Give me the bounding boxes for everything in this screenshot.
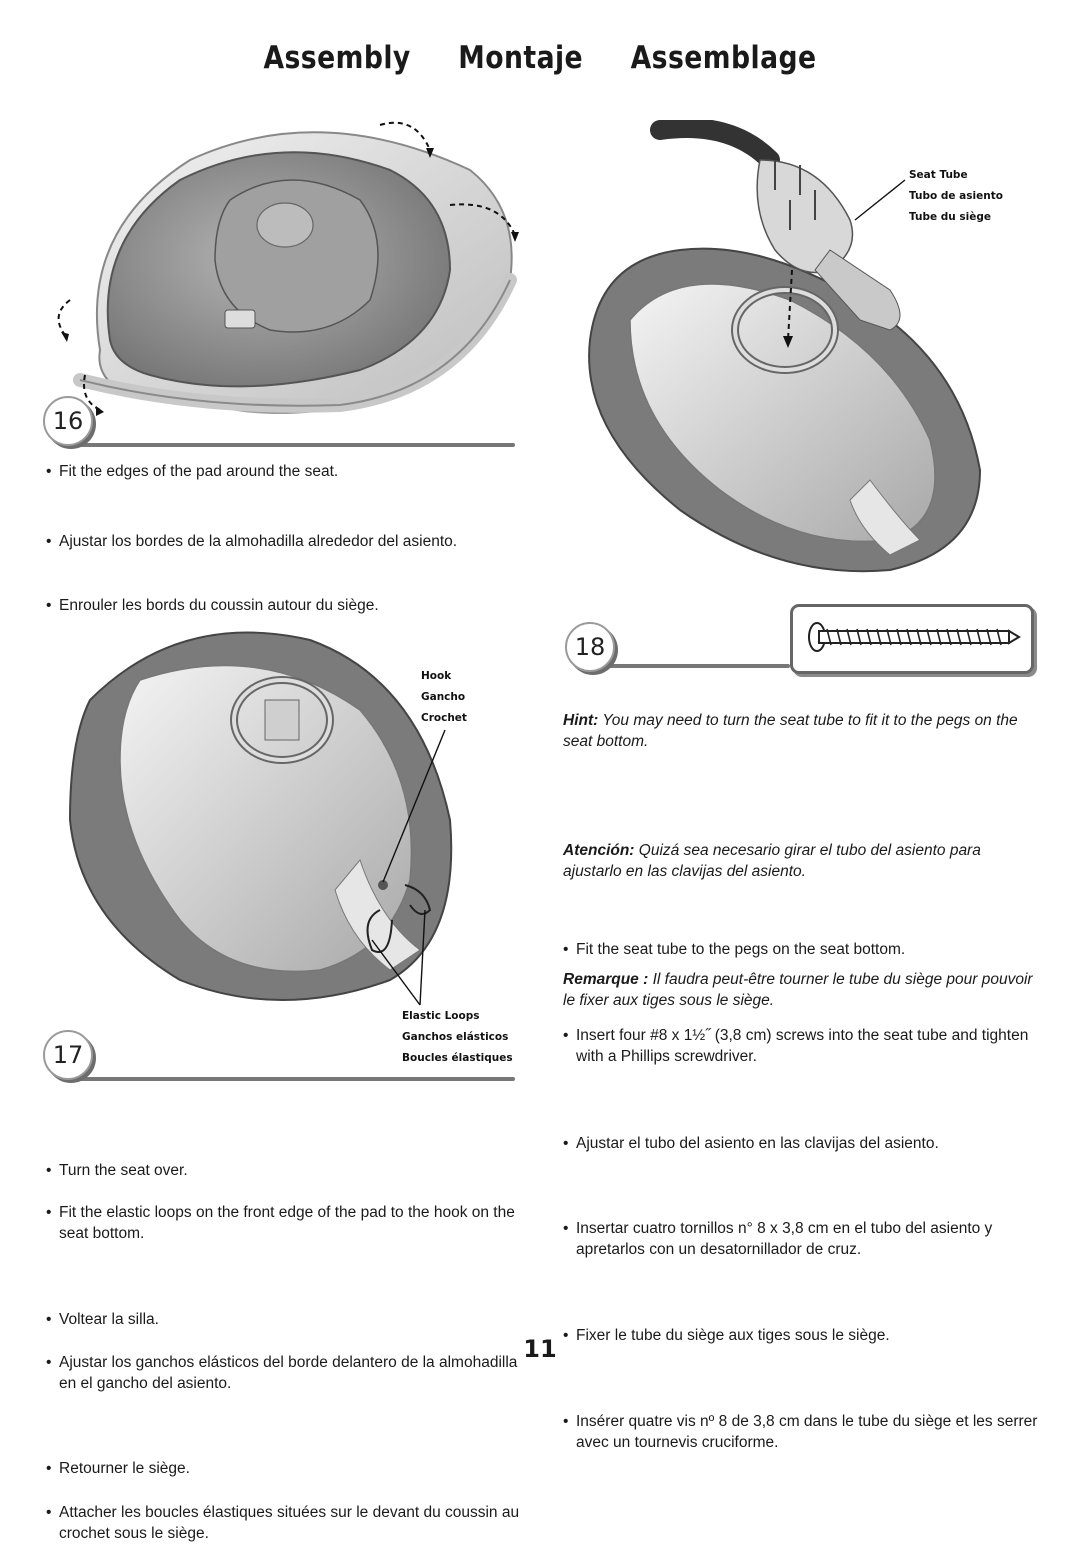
step16-rule <box>70 443 515 447</box>
step18-text-en-2: Insert four #8 x 1½˝ (3,8 cm) screws int… <box>563 1025 1051 1067</box>
step18-text-es-2: Insertar cuatro tornillos n° 8 x 3,8 cm … <box>563 1218 1051 1260</box>
step18-hint-es: Atención: Quizá sea necesario girar el t… <box>563 840 1038 882</box>
seat-tube <box>650 120 780 170</box>
hint-label-fr: Remarque : <box>563 971 649 988</box>
step18-text-fr-1: Fixer le tube du siège aux tiges sous le… <box>563 1325 1051 1346</box>
step18-hint-fr: Remarque : Il faudra peut-être tourner l… <box>563 969 1038 1011</box>
step17-number: 17 <box>43 1030 93 1080</box>
step17-text-es-1: Voltear la silla. <box>46 1309 529 1330</box>
step18-rule <box>585 664 790 668</box>
hint-label-es: Atención: <box>563 842 635 859</box>
elastic-loops-label-en: Elastic Loops <box>402 1010 480 1022</box>
hint-label-en: Hint: <box>563 712 599 729</box>
step18-hint-en: Hint: You may need to turn the seat tube… <box>563 710 1038 752</box>
step18-text-es-1: Ajustar el tubo del asiento en las clavi… <box>563 1133 1051 1154</box>
seat-tube-label-en: Seat Tube <box>909 169 968 181</box>
hook-callout: Hook Gancho Crochet <box>421 666 467 729</box>
step16-text-es: Ajustar los bordes de la almohadilla alr… <box>46 531 529 552</box>
elastic-loop-right <box>404 884 432 915</box>
step18-text-fr-2: Insérer quatre vis nº 8 de 3,8 cm dans l… <box>563 1411 1051 1453</box>
step17-text-en-2: Fit the elastic loops on the front edge … <box>46 1202 529 1244</box>
hook-label-fr: Crochet <box>421 712 467 724</box>
tube-screws <box>774 160 816 230</box>
seat-tube-label-es: Tubo de asiento <box>909 190 1003 202</box>
seat-tube-callout: Seat Tube Tubo de asiento Tube du siège <box>909 165 1003 228</box>
step18-text-en-1: Fit the seat tube to the pegs on the sea… <box>563 939 1051 960</box>
step17-text-fr-2: Attacher les boucles élastiques situées … <box>46 1502 529 1544</box>
title-spanish: Montaje <box>458 40 584 76</box>
step16-illustration <box>57 121 519 416</box>
step17-text-es-2: Ajustar los ganchos elásticos del borde … <box>46 1352 529 1394</box>
elastic-loops-callout: Elastic Loops Ganchos elásticos Boucles … <box>402 1006 513 1069</box>
hint-text-es: Quizá sea necesario girar el tubo del as… <box>563 842 981 880</box>
hook <box>378 880 388 890</box>
elastic-loops-label-fr: Boucles élastiques <box>402 1052 513 1064</box>
title-english: Assembly <box>263 40 411 76</box>
step17-illustration <box>68 631 453 1006</box>
title-french: Assemblage <box>630 40 817 76</box>
step16-text-fr: Enrouler les bords du coussin autour du … <box>46 595 529 616</box>
step16-text-en: Fit the edges of the pad around the seat… <box>46 461 529 482</box>
hint-text-fr: Il faudra peut-être tourner le tube du s… <box>563 971 1033 1009</box>
step18-illustration <box>588 120 982 573</box>
screw-icon <box>808 622 1021 652</box>
screw-parts-box <box>790 604 1034 674</box>
page-title: Assembly Montaje Assemblage <box>76 40 1005 76</box>
step17-text-fr-1: Retourner le siège. <box>46 1458 529 1479</box>
elastic-loops-label-es: Ganchos elásticos <box>402 1031 509 1043</box>
elastic-loop-left <box>366 909 393 953</box>
step17-rule <box>70 1077 515 1081</box>
head-support <box>256 202 314 248</box>
hook-label-es: Gancho <box>421 691 466 703</box>
seat-tube-label-fr: Tube du siège <box>909 211 992 223</box>
step16-number: 16 <box>43 396 93 446</box>
step17-text-en-1: Turn the seat over. <box>46 1160 529 1181</box>
hook-label-en: Hook <box>421 670 452 682</box>
step18-number: 18 <box>565 622 615 672</box>
hint-text-en: You may need to turn the seat tube to fi… <box>563 712 1018 750</box>
page-number: 11 <box>523 1335 557 1363</box>
